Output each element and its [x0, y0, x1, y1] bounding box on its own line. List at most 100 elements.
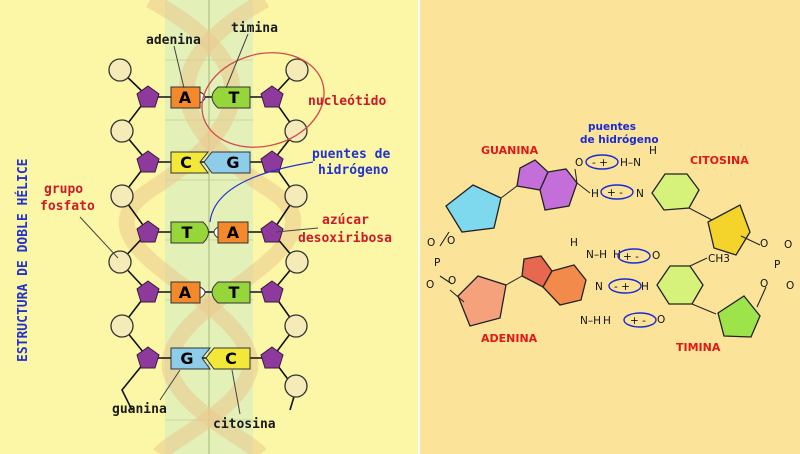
atom-O: O	[657, 314, 665, 326]
sugar-pentagon	[260, 150, 284, 173]
double-helix-diagram: A T C G T A	[15, 0, 392, 454]
hbond-charge-ellipse	[600, 184, 634, 200]
adenine-five-ring	[521, 255, 553, 288]
base-letter: A	[227, 223, 240, 242]
atom-O: O	[652, 250, 660, 262]
label-guanina: guanina	[112, 402, 167, 417]
base-letter: A	[179, 283, 192, 302]
base-pairing-diagram: GUANINA CITOSINA ADENINA TIMINA puentes …	[426, 121, 794, 354]
thymine-ring	[656, 265, 704, 305]
label-de-hidrogeno: de hidrógeno	[580, 134, 659, 146]
atom-NH: N–H	[580, 315, 601, 327]
pointer-lines	[79, 33, 319, 415]
base-letter: G	[226, 153, 239, 172]
base-pair-row-5: G C	[136, 346, 284, 370]
nucleotide-highlight-ellipse	[201, 52, 325, 148]
phosphate-groups	[108, 58, 309, 398]
label-nucleotido: nucleótido	[308, 94, 386, 109]
label-ADENINA: ADENINA	[481, 332, 538, 345]
atom-P: P	[434, 257, 440, 269]
base-box-right	[217, 221, 249, 244]
atom-N: N	[595, 281, 603, 293]
hbond-pointer-line	[209, 161, 314, 223]
charge: + -	[623, 251, 639, 263]
atom-O: O	[448, 275, 456, 287]
base-box-right	[211, 281, 251, 304]
base-pair-row-4: A T	[136, 280, 284, 304]
helix-ribbon-1	[118, 0, 259, 454]
phosphate-circle	[285, 250, 309, 274]
base-box-right	[203, 151, 251, 174]
sugar-pentagon	[260, 220, 284, 243]
sugar-citosina	[707, 204, 751, 256]
hbond-charge-ellipse	[617, 248, 651, 264]
atom-O: O	[427, 237, 435, 249]
hbond-charge-ellipse	[623, 312, 657, 328]
base-letter: T	[229, 88, 240, 107]
phosphate-circle	[285, 58, 309, 82]
helix-ribbon-2	[161, 0, 302, 454]
atom-NH: N–H	[586, 249, 607, 261]
atom-H: H	[613, 249, 621, 261]
sugar-pentagon	[136, 280, 160, 303]
sugar-pentagon	[260, 85, 284, 108]
base-box-left	[170, 347, 212, 370]
sugar-pentagon	[136, 85, 160, 108]
phosphate-circle	[110, 119, 134, 143]
base-box-right	[211, 86, 251, 109]
label-citosina: citosina	[213, 417, 276, 432]
vertical-title: ESTRUCTURA DE DOBLE HÉLICE	[15, 159, 31, 363]
atom-O: O	[784, 239, 792, 251]
phosphate-circle	[110, 184, 134, 208]
sugar-pentagon	[260, 346, 284, 369]
label-adenina: adenina	[146, 33, 201, 48]
atom-O: O	[786, 280, 794, 292]
label-GUANINA: GUANINA	[481, 144, 539, 157]
guanine-six-ring	[539, 168, 578, 211]
atom-H: H	[649, 145, 657, 157]
label-puentes: puentes	[588, 121, 636, 133]
phosphate-right: O O P O O	[760, 238, 794, 292]
base-box-left	[170, 151, 210, 174]
charge: + -	[630, 315, 646, 327]
atom-O: O	[575, 157, 583, 169]
atom-O: O	[760, 278, 768, 290]
atom-H: H	[641, 281, 649, 293]
atom-HN: H–N	[620, 157, 641, 169]
atom-N: N	[636, 188, 644, 200]
phosphate-circle	[284, 119, 308, 143]
base-letter: C	[180, 153, 192, 172]
charge: - +	[614, 281, 630, 293]
sugar-pentagon	[260, 280, 284, 303]
phosphate-circle	[110, 314, 134, 338]
label-puentes-2: hidrógeno	[318, 163, 389, 178]
charge: + -	[607, 187, 623, 199]
label-puentes-1: puentes de	[312, 147, 390, 162]
hbond-charge-ellipse	[585, 154, 619, 170]
base-letter: T	[229, 283, 240, 302]
base-box-right	[205, 347, 251, 370]
phosphate-circle	[108, 250, 132, 274]
base-letter: C	[225, 349, 237, 368]
label-fosfato: fosfato	[40, 199, 95, 214]
sugar-adenina	[457, 275, 507, 327]
atom-H: H	[591, 188, 599, 200]
label-TIMINA: TIMINA	[676, 341, 721, 354]
base-letter: G	[180, 349, 193, 368]
sugar-pentagon	[136, 150, 160, 173]
label-grupo: grupo	[44, 182, 83, 197]
base-box-left	[170, 221, 209, 244]
atom-O: O	[426, 279, 434, 291]
hbond-charge-ellipse	[608, 278, 642, 294]
adenine-six-ring	[542, 264, 587, 306]
phosphate-circle	[108, 58, 132, 82]
phosphate-left: O O P O O	[426, 235, 456, 291]
base-pairing-panel: GUANINA CITOSINA ADENINA TIMINA puentes …	[420, 0, 800, 454]
base-pair-row-2: C G	[136, 150, 284, 174]
atom-H: H	[603, 315, 611, 327]
label-timina: timina	[231, 21, 278, 36]
base-letter: A	[179, 88, 192, 107]
adenine-thymine-pair: CH3 H N–H H + - O N - + H N–H H + - O	[457, 237, 761, 338]
connector-lines	[439, 231, 767, 308]
atom-O: O	[760, 238, 768, 250]
